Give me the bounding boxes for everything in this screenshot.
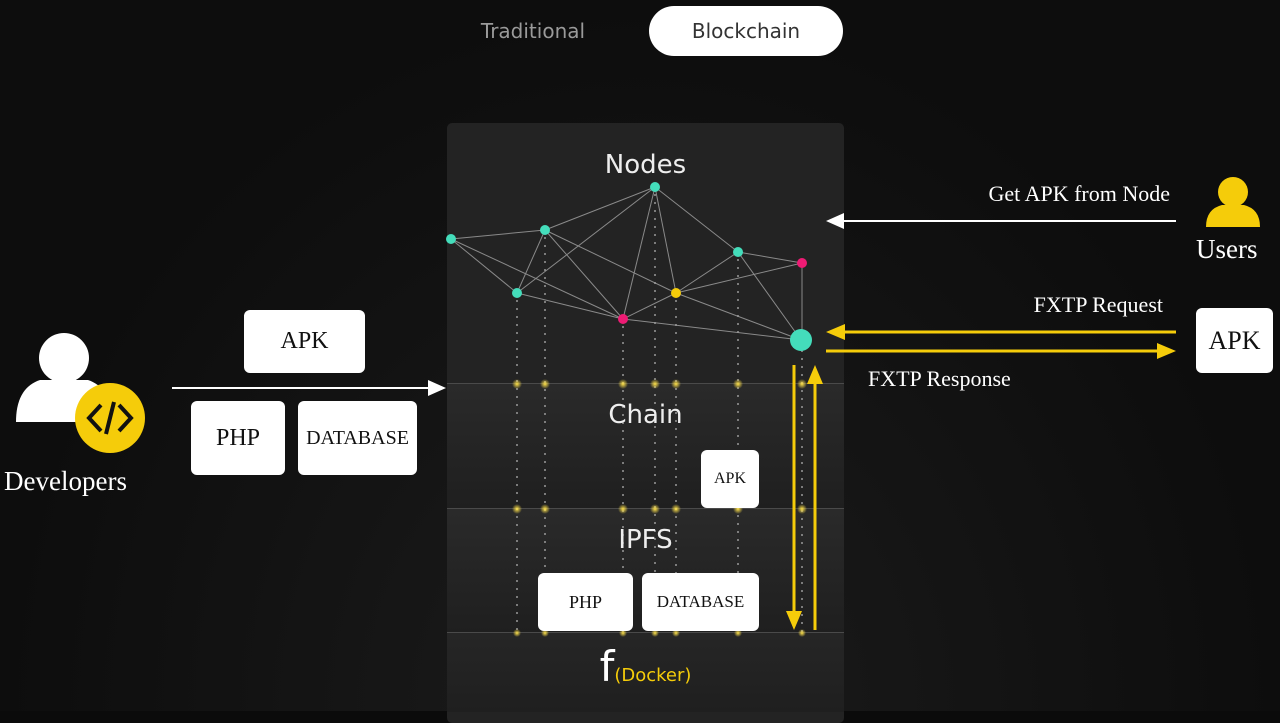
developer-icon <box>16 333 145 453</box>
node <box>797 258 807 268</box>
chain-label: Chain <box>608 400 683 430</box>
user-apk-box: APK <box>1196 308 1273 373</box>
network-nodes <box>446 182 812 351</box>
node <box>512 288 522 298</box>
fxtp-response-arrow <box>826 343 1176 359</box>
get-apk-label: Get APK from Node <box>988 181 1170 206</box>
docker-f: f <box>599 642 615 691</box>
ipfs-label: IPFS <box>618 525 673 555</box>
developers-label: Developers <box>4 466 127 496</box>
users-label: Users <box>1196 234 1258 264</box>
node-access-point <box>790 329 812 351</box>
nodes-label: Nodes <box>604 150 687 180</box>
tab-traditional[interactable]: Traditional <box>480 19 586 43</box>
docker-layer <box>447 632 844 712</box>
dev-database-box: DATABASE <box>298 401 417 475</box>
node <box>650 182 660 192</box>
developer-deploy-arrow <box>172 380 446 396</box>
node <box>446 234 456 244</box>
chain-layer <box>447 383 844 508</box>
dev-apk-box: APK <box>244 310 365 373</box>
dev-php-box: PHP <box>191 401 285 475</box>
node-links <box>450 186 803 341</box>
node <box>540 225 550 235</box>
chain-apk-box: APK <box>701 450 759 508</box>
node <box>671 288 681 298</box>
ipfs-database-box: DATABASE <box>642 573 759 631</box>
node <box>733 247 743 257</box>
layer-junction-glows <box>512 379 807 637</box>
user-icon <box>1206 177 1260 227</box>
fxtp-request-label: FXTP Request <box>1033 292 1163 317</box>
up-arrow <box>807 365 823 630</box>
down-arrow <box>786 365 802 630</box>
get-apk-arrow <box>826 213 1176 229</box>
node-drop-lines <box>516 194 803 632</box>
node <box>618 314 628 324</box>
docker-text: (Docker) <box>614 665 692 686</box>
fxtp-response-label: FXTP Response <box>868 366 1011 391</box>
docker-label: f(Docker) <box>447 642 844 691</box>
fxtp-request-arrow <box>826 324 1176 340</box>
tab-blockchain[interactable]: Blockchain <box>649 6 843 56</box>
ipfs-php-box: PHP <box>538 573 633 631</box>
